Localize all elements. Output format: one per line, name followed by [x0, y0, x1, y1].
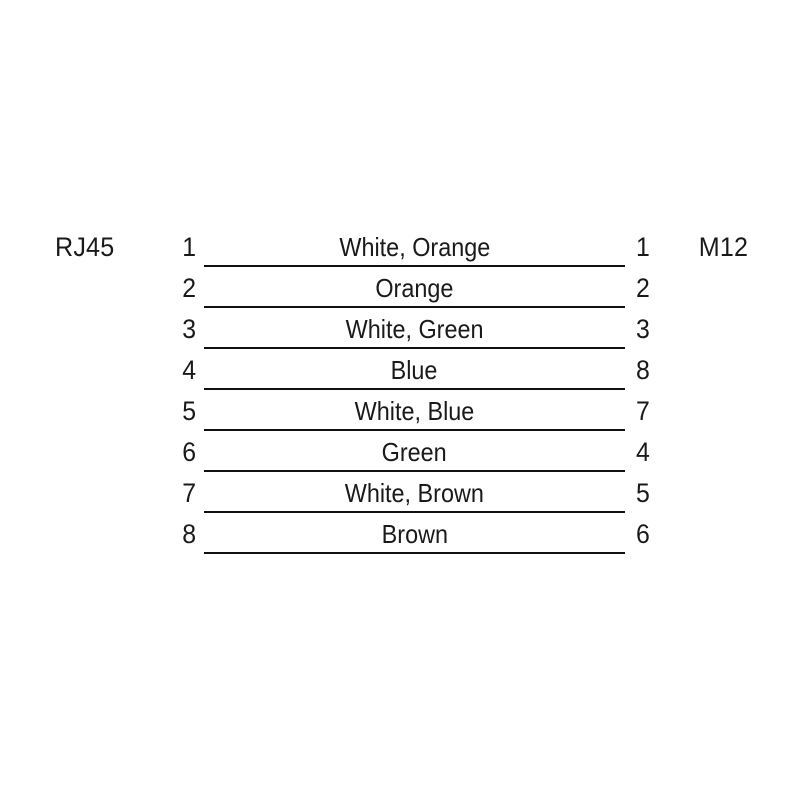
wire-color-label-text: Orange — [375, 273, 454, 303]
wire-color-label-text: White, Green — [345, 314, 484, 344]
wire-line — [204, 306, 625, 308]
right-pin-number: 2 — [636, 273, 650, 303]
left-pin-number: 4 — [182, 355, 196, 385]
left-pin-number: 7 — [182, 478, 196, 508]
left-pin-number: 8 — [182, 519, 196, 549]
right-pin-number: 4 — [636, 437, 650, 467]
wire-color-label: White, Green — [204, 316, 625, 342]
wire-color-label: White, Orange — [204, 234, 625, 260]
left-pin-number: 3 — [182, 314, 196, 344]
wire-color-label-text: Brown — [381, 519, 448, 549]
wire-color-label: Orange — [204, 275, 625, 301]
right-pin-number: 1 — [636, 232, 650, 262]
wire-line — [204, 265, 625, 267]
wire-color-label: White, Brown — [204, 480, 625, 506]
wire-color-label: Blue — [204, 357, 625, 383]
wire-line — [204, 470, 625, 472]
wire-line — [204, 511, 625, 513]
wire-color-label: White, Blue — [204, 398, 625, 424]
wire-line — [204, 388, 625, 390]
right-pin-number: 8 — [636, 355, 650, 385]
wire-color-label: Brown — [204, 521, 625, 547]
right-connector-label: M12 — [698, 232, 748, 262]
wire-line — [204, 552, 625, 554]
left-connector-label: RJ45 — [55, 232, 115, 262]
wire-line — [204, 347, 625, 349]
wire-line — [204, 429, 625, 431]
right-pin-number: 7 — [636, 396, 650, 426]
wire-color-label: Green — [204, 439, 625, 465]
left-pin-number: 2 — [182, 273, 196, 303]
wire-color-label-text: Blue — [391, 355, 438, 385]
right-pin-number: 3 — [636, 314, 650, 344]
wire-color-label-text: White, Blue — [354, 396, 475, 426]
wire-color-label-text: White, Orange — [339, 232, 490, 262]
right-pin-number: 5 — [636, 478, 650, 508]
left-pin-number: 6 — [182, 437, 196, 467]
left-pin-number: 5 — [182, 396, 196, 426]
wire-color-label-text: White, Brown — [344, 478, 485, 508]
wire-color-label-text: Green — [381, 437, 448, 467]
right-pin-number: 6 — [636, 519, 650, 549]
left-pin-number: 1 — [182, 232, 196, 262]
